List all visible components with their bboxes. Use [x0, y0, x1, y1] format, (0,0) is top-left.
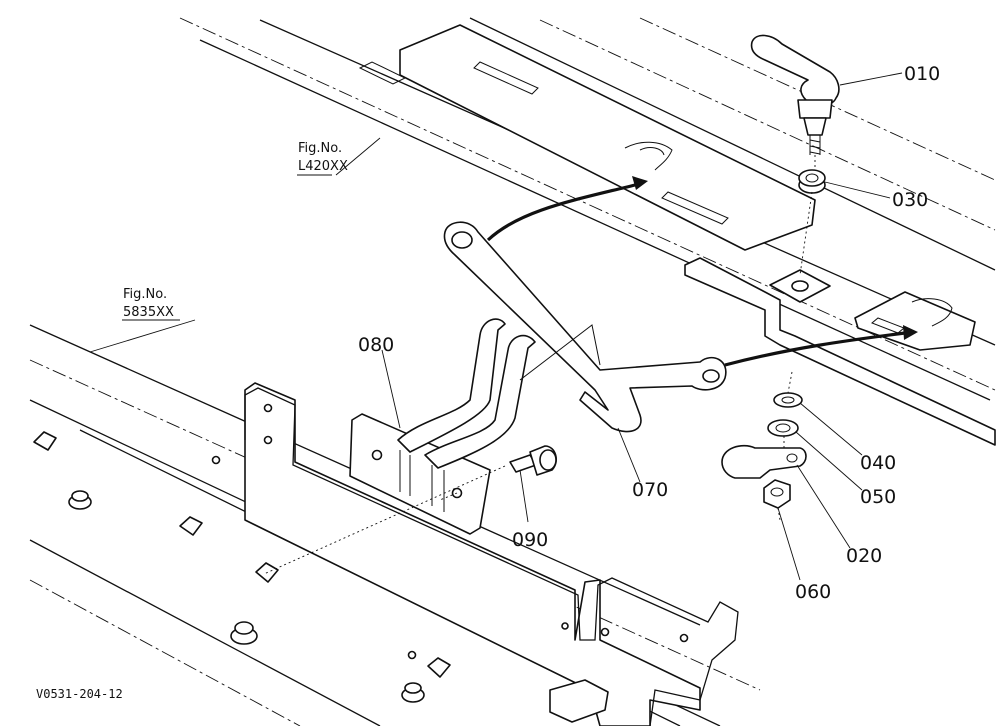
fig-ref-l420xx: Fig.No. L420XX: [298, 141, 348, 174]
lower-side-plate: [211, 382, 739, 726]
callout-050: 050: [860, 486, 896, 508]
part-030-collar: [798, 169, 826, 194]
callout-090: 090: [512, 529, 548, 551]
part-090-bolt: [509, 445, 557, 476]
callout-labels: 010 030 080 070 040 050 090 020 060: [358, 63, 940, 603]
upper-cover-plate: [358, 24, 816, 251]
part-060-nut: [763, 479, 791, 509]
leader-lines: [89, 72, 903, 581]
callout-010: 010: [904, 63, 940, 85]
callout-070: 070: [632, 479, 668, 501]
fig-ref-5835xx: Fig.No. 5835XX: [123, 287, 174, 320]
callout-030: 030: [892, 189, 928, 211]
fig-ref-code: L420XX: [298, 159, 348, 174]
part-040-washer: [773, 392, 803, 408]
upper-panel-frame: [179, 17, 996, 401]
direction-arrows: [486, 176, 918, 367]
fig-ref-prefix: Fig.No.: [298, 141, 342, 156]
part-020-hook: [721, 444, 807, 479]
part-080-bracket: [349, 318, 536, 535]
fig-ref-prefix: Fig.No.: [123, 287, 167, 302]
right-plate: [854, 291, 976, 351]
part-050-washer: [767, 419, 799, 437]
assembly-lines: [263, 155, 816, 575]
fig-ref-code: 5835XX: [123, 305, 174, 320]
upper-bracket: [684, 257, 996, 446]
drawing-code: V0531-204-12: [36, 687, 123, 701]
callout-080: 080: [358, 334, 394, 356]
frame-fasteners: [33, 431, 609, 723]
callout-060: 060: [795, 581, 831, 603]
part-070-lever: [443, 221, 727, 433]
callout-040: 040: [860, 452, 896, 474]
callout-020: 020: [846, 545, 882, 567]
part-010-handle: [750, 34, 840, 155]
